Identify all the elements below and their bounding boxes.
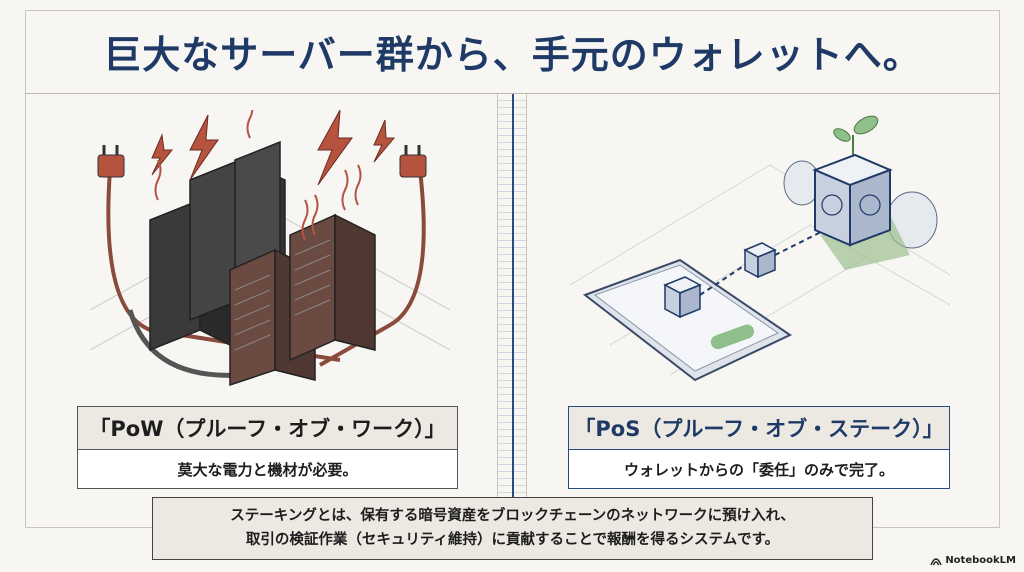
center-divider — [497, 94, 527, 499]
summary-box: ステーキングとは、保有する暗号資産をブロックチェーンのネットワークに預け入れ、 … — [152, 497, 873, 560]
summary-line-1: ステーキングとは、保有する暗号資産をブロックチェーンのネットワークに預け入れ、 — [230, 508, 795, 525]
brand-label: NotebookLM — [945, 555, 1016, 566]
wallet-delegation-illustration — [570, 115, 950, 382]
sprout-icon — [833, 115, 879, 155]
pos-description: ウォレットからの「委任」のみで完了。 — [623, 460, 894, 479]
title-band: 巨大なサーバー群から、手元のウォレットへ。 — [25, 10, 1000, 94]
pos-card: 「PoS（プルーフ・オブ・ステーク）」 ウォレットからの「委任」のみで完了。 — [568, 406, 950, 489]
pow-description: 莫大な電力と機材が必要。 — [177, 460, 358, 479]
server-racks-illustration — [90, 110, 450, 387]
pow-heading: 「PoW（プルーフ・オブ・ワーク）」 — [78, 407, 457, 450]
slide-title: 巨大なサーバー群から、手元のウォレットへ。 — [103, 33, 922, 77]
summary-line-2: 取引の検証作業（セキュリティ維持）に貢献することで報酬を得るシステムです。 — [245, 531, 780, 548]
blockchain-cube-icon — [812, 153, 893, 247]
lightning-icon — [151, 110, 396, 186]
pow-card: 「PoW（プルーフ・オブ・ワーク）」 莫大な電力と機材が必要。 — [77, 406, 458, 489]
notebooklm-icon — [930, 557, 943, 565]
power-plug-icon — [399, 145, 427, 178]
smartphone-icon — [582, 258, 793, 382]
power-plug-icon — [97, 145, 125, 178]
pos-heading: 「PoS（プルーフ・オブ・ステーク）」 — [569, 407, 949, 450]
notebooklm-logo: NotebookLM — [930, 555, 1016, 566]
heat-wave-icon — [154, 110, 362, 241]
small-cube-icon — [663, 242, 777, 319]
